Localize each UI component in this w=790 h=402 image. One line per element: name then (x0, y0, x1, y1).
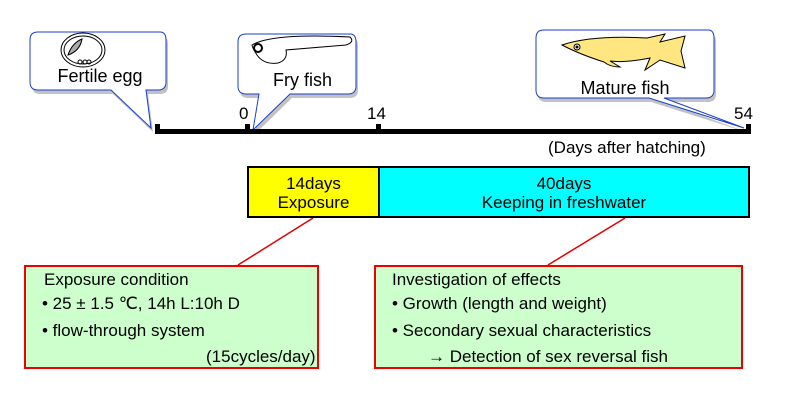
egg-callout (29, 31, 167, 130)
egg-icon (60, 32, 106, 68)
investigation-item: • Secondary sexual characteristics (392, 321, 652, 340)
exposure-phase-bar: 14days Exposure (247, 166, 380, 218)
freshwater-duration: 40days (536, 174, 592, 193)
exposure-phase-label: Exposure (277, 193, 350, 212)
tick-label-14: 14 (367, 104, 386, 123)
exposure-item: • 25 ± 1.5 ℃, 14h L:10h D (42, 294, 240, 313)
fertile-egg-label: Fertile egg (57, 66, 143, 86)
fry-fish-label: Fry fish (272, 70, 332, 90)
axis-unit-label: (Days after hatching) (548, 138, 706, 157)
exposure-condition-title: Exposure condition (44, 270, 189, 289)
fry-callout (237, 33, 357, 132)
investigation-box: Investigation of effects • Growth (lengt… (374, 265, 743, 369)
tick-label-54: 54 (734, 104, 753, 123)
investigation-note: → Detection of sex reversal fish (428, 347, 668, 366)
connector-lines (237, 217, 626, 266)
exposure-note: (15cycles/day) (206, 347, 316, 366)
investigation-title: Investigation of effects (392, 270, 561, 289)
timeline-axis (155, 124, 751, 134)
freshwater-phase-bar: 40days Keeping in freshwater (378, 166, 750, 218)
exposure-duration: 14days (286, 174, 341, 193)
mature-fish-icon (560, 33, 686, 72)
exposure-item: • flow-through system (42, 321, 205, 340)
investigation-item: • Growth (length and weight) (392, 294, 607, 313)
freshwater-phase-label: Keeping in freshwater (481, 193, 647, 212)
tick-label-0: 0 (239, 104, 249, 123)
fry-icon (251, 35, 353, 64)
mature-fish-label: Mature fish (580, 78, 670, 98)
exposure-condition-box: Exposure condition • 25 ± 1.5 ℃, 14h L:1… (24, 265, 319, 369)
